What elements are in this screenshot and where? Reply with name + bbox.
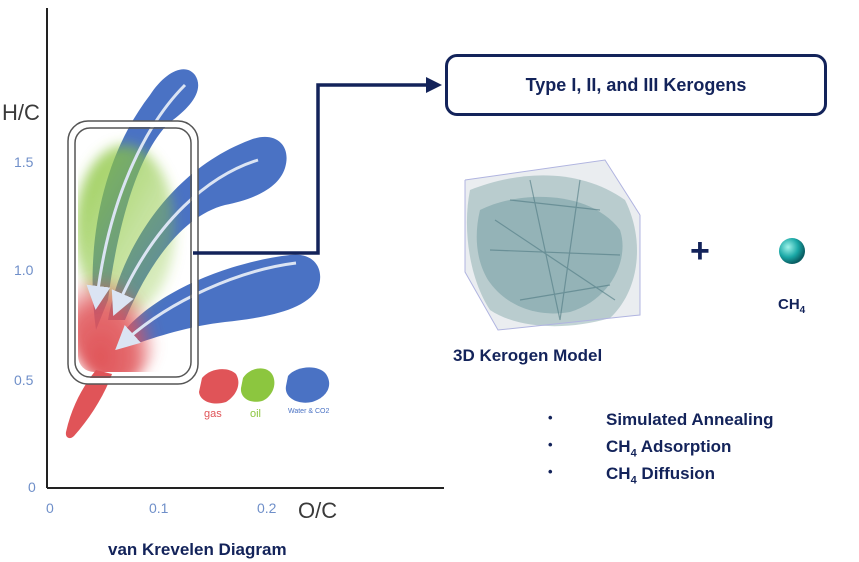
legend-oil-label: oil (250, 408, 262, 420)
kerogen-model-label: 3D Kerogen Model (453, 346, 603, 365)
y-tick-label: 1.0 (14, 262, 34, 278)
y-axis-title: H/C (2, 100, 40, 125)
x-tick-label: 0 (46, 500, 54, 516)
gas-tail (65, 370, 112, 439)
legend-gas-swatch (199, 369, 239, 404)
gas-zone (78, 245, 163, 372)
y-tick-label: 1.5 (14, 154, 34, 170)
type-i-arrow (86, 83, 187, 310)
x-axis-title: O/C (298, 498, 338, 523)
type-ii-arrow (111, 158, 259, 317)
plus-sign: + (690, 232, 710, 270)
legend-oil-swatch (240, 368, 275, 402)
legend-water-swatch (285, 367, 330, 403)
method-item: • Simulated Annealing (548, 410, 774, 429)
diagram-caption: van Krevelen Diagram (108, 540, 287, 559)
y-tick-label: 0.5 (14, 372, 34, 388)
connector-arrowhead (426, 77, 442, 93)
methane-label: CH4 (778, 296, 806, 316)
connector-arrow (193, 83, 428, 255)
x-tick-label: 0.2 (257, 500, 277, 516)
methods-list: • Simulated Annealing • CH4 Adsorption •… (548, 410, 774, 491)
type-iii-arrow (115, 261, 297, 351)
legend-gas-label: gas (204, 408, 222, 420)
type-ii-band (108, 136, 287, 320)
y-tick-label: 0 (28, 479, 36, 495)
x-tick-label: 0.1 (149, 500, 169, 516)
method-item: • CH4 Diffusion (548, 464, 716, 487)
kerogen-types-box: Type I, II, and III Kerogens (445, 54, 827, 116)
kerogen-model-image (464, 159, 641, 331)
legend-water-label: Water & CO2 (288, 408, 330, 415)
methane-molecule-icon (779, 238, 805, 264)
type-iii-band (125, 254, 321, 346)
method-item: • CH4 Adsorption (548, 437, 732, 460)
kerogen-types-title: Type I, II, and III Kerogens (525, 74, 747, 95)
